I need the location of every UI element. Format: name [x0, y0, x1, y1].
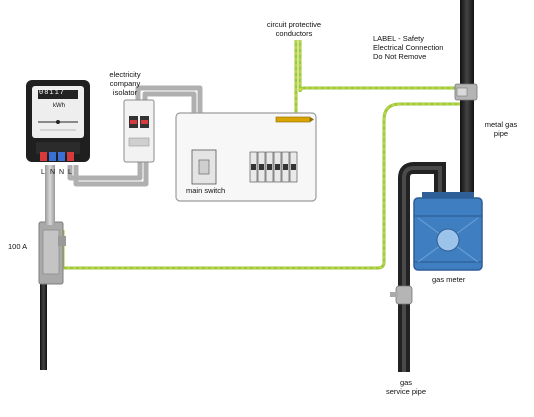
meter-unit: kWh: [53, 103, 65, 109]
service-cut-out: [38, 221, 66, 285]
terminal-live-2: [67, 152, 74, 161]
label-gas-meter: gas meter: [432, 275, 466, 284]
terminal-neutral-2: [58, 152, 65, 161]
electricity-meter: [26, 80, 90, 162]
label-line: Electrical Connection: [373, 43, 444, 52]
consumer-unit: [175, 112, 317, 202]
label-line: service pipe: [385, 387, 427, 396]
terminal-neutral-1: [49, 152, 56, 161]
label-line: circuit protective: [266, 20, 322, 29]
label-line: company: [109, 79, 141, 88]
label-main-switch: main switch: [186, 186, 226, 195]
meter-reading: 08117: [39, 89, 66, 97]
label-line: isolator: [112, 88, 138, 97]
terminal-label-4: L: [68, 169, 72, 176]
label-line: electricity: [109, 70, 141, 79]
label-isolator: electricity company isolator: [97, 70, 153, 97]
label-line: Do Not Remove: [373, 52, 427, 61]
terminal-label-3: N: [59, 169, 65, 176]
gas-service-pipe: [390, 162, 446, 372]
label-safety: LABEL - Safety Electrical Connection Do …: [373, 34, 443, 61]
label-fuse-rating: 100 A: [8, 242, 28, 251]
terminal-label-1: L: [41, 169, 45, 176]
electricity-company-isolator: [123, 99, 155, 163]
label-gas-service-pipe: gas service pipe: [378, 378, 434, 396]
earth-bar: [275, 116, 311, 123]
label-line: LABEL - Safety: [373, 34, 424, 43]
label-metal-gas-pipe: metal gas pipe: [476, 120, 526, 138]
terminal-live-1: [40, 152, 47, 161]
label-line: conductors: [275, 29, 313, 38]
label-circuit-protective-conductors: circuit protective conductors: [254, 20, 334, 38]
gas-meter: [413, 192, 483, 271]
label-line: metal gas: [484, 120, 518, 129]
metal-gas-pipe: [454, 0, 478, 196]
earth-clamp: [456, 87, 468, 97]
service-cable: [40, 270, 47, 370]
earth-conductor-main: [294, 40, 462, 118]
terminal-label-2: N: [50, 169, 56, 176]
earth-conductor-cut-out: [61, 102, 460, 270]
label-line: pipe: [493, 129, 509, 138]
meter-tails: [45, 165, 55, 225]
meter-to-isolator-cables: [67, 160, 149, 187]
label-line: gas: [399, 378, 413, 387]
